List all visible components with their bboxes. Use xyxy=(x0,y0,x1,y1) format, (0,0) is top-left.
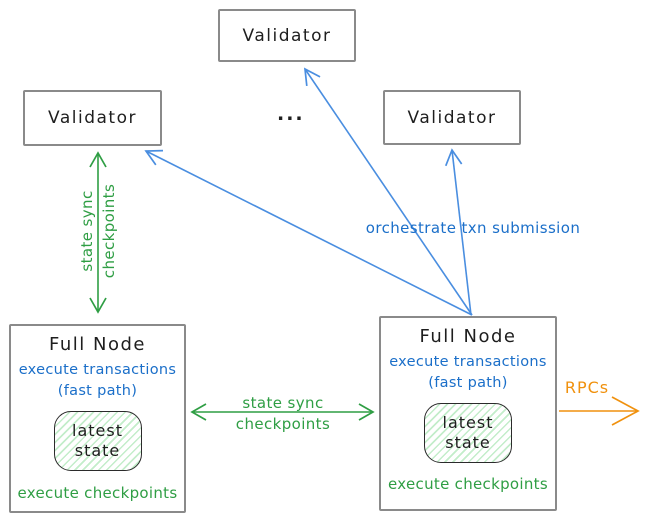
fullnode-right-latest-state-box: latest state xyxy=(424,403,512,464)
fullnode-right-box: Full Node execute transactions (fast pat… xyxy=(379,316,557,511)
fullnode-left-box: Full Node execute transactions (fast pat… xyxy=(9,324,186,513)
orchestrate-arrow-to-right-validator xyxy=(444,148,472,316)
fullnode-right-exec-transactions: execute transactions xyxy=(389,354,547,370)
latest-state-line1: latest xyxy=(72,421,123,441)
fullnode-left-title: Full Node xyxy=(49,334,146,355)
orchestrate-arrow-to-top-validator xyxy=(303,67,473,316)
validator-left-box: Validator xyxy=(23,90,162,146)
validator-top-box: Validator xyxy=(218,9,356,62)
validator-top-label: Validator xyxy=(242,25,332,46)
fullnode-left-exec-checkpoints: execute checkpoints xyxy=(17,484,178,502)
latest-state-line2: state xyxy=(74,441,121,461)
rpcs-label: RPCs xyxy=(564,378,610,397)
fullnode-left-latest-state-box: latest state xyxy=(53,411,142,472)
left-sync-label-checkpoints: checkpoints xyxy=(100,183,118,279)
mid-sync-label-state-sync: state sync xyxy=(242,394,324,412)
validator-right-label: Validator xyxy=(407,107,497,128)
fullnode-left-fast-path: (fast path) xyxy=(57,383,138,400)
orchestrate-arrow-to-left-validator xyxy=(144,149,473,316)
orchestrate-txn-submission-label: orchestrate txn submission xyxy=(365,219,581,237)
left-sync-label-state-sync: state sync xyxy=(78,190,96,272)
fullnode-right-fast-path: (fast path) xyxy=(428,375,508,392)
latest-state-line2: state xyxy=(445,433,491,453)
ellipsis-more-validators: ... xyxy=(277,103,305,125)
validator-right-box: Validator xyxy=(383,90,521,145)
fullnode-right-exec-checkpoints: execute checkpoints xyxy=(388,475,548,493)
mid-sync-label-checkpoints: checkpoints xyxy=(235,415,331,433)
fullnode-right-title: Full Node xyxy=(419,326,517,347)
validator-left-label: Validator xyxy=(48,108,137,128)
latest-state-line1: latest xyxy=(442,413,494,433)
fullnode-left-exec-transactions: execute transactions xyxy=(18,362,177,378)
